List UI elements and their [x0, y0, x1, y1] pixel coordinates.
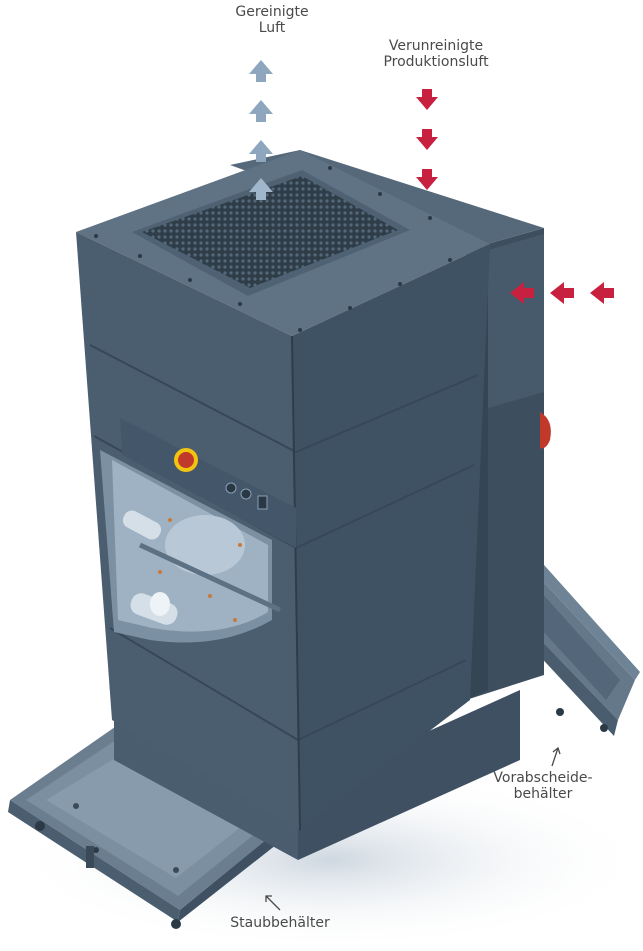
- control-switch: [257, 495, 268, 510]
- control-knob-2: [240, 488, 252, 500]
- clean-air-label-line2: Luft: [258, 20, 286, 36]
- pre-separator-label: Vorabscheide- behälter: [478, 770, 608, 802]
- control-panel: [120, 418, 296, 548]
- dirty-air-arrows-down: [416, 89, 438, 190]
- arrow-up-icon: [249, 100, 273, 122]
- control-knob-1: [225, 482, 237, 494]
- label-pointers: [265, 746, 561, 911]
- filter-cartridge-upper: [122, 510, 282, 613]
- pointer-pre-separator: [551, 746, 561, 767]
- arrow-left-icon: [550, 282, 574, 304]
- emergency-stop-button: [178, 452, 194, 468]
- main-cabinet: [76, 150, 520, 860]
- clean-air-label: Gereinigte Luft: [212, 4, 332, 36]
- arrow-down-icon: [416, 89, 438, 110]
- dirty-air-label: Verunreinigte Produktionsluft: [356, 38, 516, 70]
- clean-air-arrows: [249, 60, 273, 200]
- dirty-air-label-line1: Verunreinigte: [388, 38, 484, 54]
- arrow-up-icon: [249, 140, 273, 162]
- pointer-dust-container: [265, 895, 281, 911]
- arrow-down-icon: [416, 169, 438, 190]
- dust-container-label: Staubbehälter: [215, 915, 345, 931]
- arrow-left-icon: [510, 282, 534, 304]
- clean-air-label-line1: Gereinigte: [235, 4, 309, 20]
- dirty-air-arrows-left: [510, 282, 614, 304]
- arrow-up-icon: [249, 60, 273, 82]
- pre-separator-label-line1: Vorabscheide-: [493, 770, 593, 786]
- side-handle: [540, 412, 551, 449]
- arrow-down-icon: [416, 129, 438, 150]
- filter-cartridge-lower: [130, 592, 178, 625]
- dust-container-label-text: Staubbehälter: [230, 915, 330, 931]
- dirty-air-label-line2: Produktionsluft: [383, 54, 489, 70]
- arrow-up-icon: [249, 178, 273, 200]
- arrow-left-icon: [590, 282, 614, 304]
- pre-separator-label-line2: behälter: [513, 786, 573, 802]
